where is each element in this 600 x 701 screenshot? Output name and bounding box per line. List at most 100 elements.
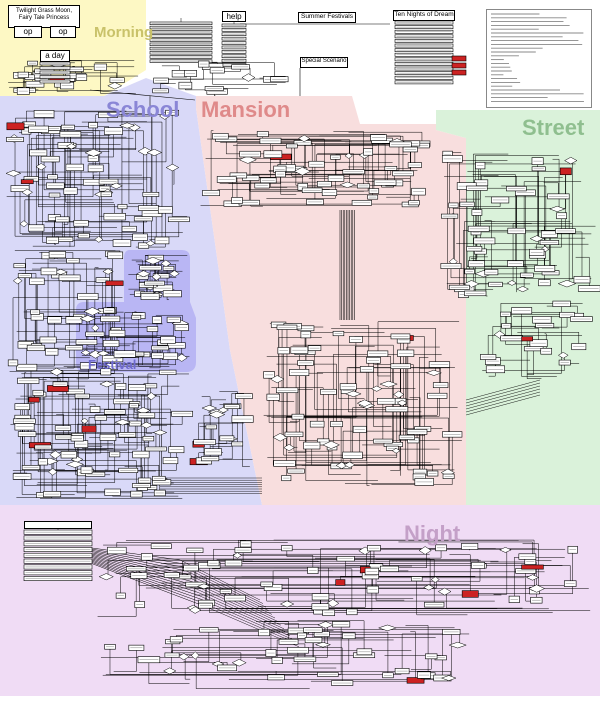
flow-edge <box>203 602 297 644</box>
flow-branch <box>146 148 163 157</box>
flow-branch <box>516 286 530 293</box>
flow-branch <box>188 606 202 614</box>
flow-edge <box>191 581 279 622</box>
flow-edge <box>465 379 541 401</box>
flow-branch <box>139 421 153 429</box>
flow-branch <box>165 163 180 172</box>
flow-branch <box>146 392 157 401</box>
flow-branch <box>83 307 102 316</box>
flow-branch <box>151 272 162 281</box>
flow-branch <box>208 410 226 419</box>
flow-branch <box>99 380 115 388</box>
region-label-mansion: Mansion <box>201 97 291 122</box>
flow-branch <box>144 256 162 265</box>
flow-edge <box>465 388 541 410</box>
flow-branch <box>5 170 22 177</box>
summer-festivals-node: Summer Festivals <box>298 12 356 23</box>
flow-branch <box>21 188 34 196</box>
flow-branch <box>440 675 457 681</box>
title-line-2: Fairy Tale Princess <box>18 14 70 21</box>
flow-node <box>20 179 34 184</box>
flow-branch <box>269 375 285 384</box>
flow-node <box>6 122 25 131</box>
ten-nights-node: Ten Nights of Dream <box>393 10 455 21</box>
flow-branch <box>423 584 435 591</box>
flow-branch <box>196 583 212 590</box>
flow-edge <box>183 566 267 608</box>
flow-branch <box>80 417 89 425</box>
notes-panel <box>486 9 592 108</box>
flow-branch <box>145 240 156 247</box>
flow-branch <box>343 461 356 469</box>
flow-node <box>451 69 467 76</box>
flow-branch <box>425 369 443 376</box>
flow-branch <box>84 148 103 157</box>
flow-branch <box>94 236 104 243</box>
flow-branch <box>391 447 401 454</box>
flow-node <box>28 397 40 403</box>
flow-branch <box>35 163 47 171</box>
flow-branch <box>557 351 569 359</box>
flow-branch <box>107 82 123 90</box>
flow-node <box>451 55 467 62</box>
flow-branch <box>177 653 190 661</box>
flow-branch <box>317 621 334 629</box>
flow-edge <box>465 394 541 416</box>
op-node-2: op <box>50 26 76 38</box>
flow-edge <box>89 89 196 101</box>
flow-branch <box>65 460 85 468</box>
flow-branch <box>396 399 408 407</box>
flow-branch <box>231 658 247 667</box>
flow-branch <box>91 324 100 332</box>
flow-branch <box>322 440 341 449</box>
flow-branch <box>102 268 114 275</box>
flow-branch <box>272 433 289 442</box>
flow-edge <box>201 599 294 640</box>
night-list-header <box>24 521 92 529</box>
flow-edge <box>199 595 291 637</box>
flow-branch <box>79 315 97 323</box>
flow-branch <box>12 277 23 285</box>
flow-branch <box>114 419 132 426</box>
flowchart-nodes <box>5 20 600 686</box>
flow-edge <box>193 584 282 626</box>
flow-edge <box>465 385 541 407</box>
flow-edge <box>465 382 541 404</box>
flow-edge <box>195 588 285 630</box>
flow-branch <box>448 641 467 649</box>
region-label-night: Night <box>404 521 461 546</box>
flow-edge <box>91 563 207 608</box>
flow-branch <box>283 443 295 452</box>
flow-node <box>81 425 97 433</box>
flow-branch <box>437 587 452 596</box>
flow-branch <box>293 167 312 176</box>
flow-branch <box>217 407 230 413</box>
region-label-festival: Festival <box>88 357 137 372</box>
flow-edge <box>187 574 273 615</box>
region-label-school: School <box>106 97 180 122</box>
flow-branch <box>525 574 540 581</box>
flow-branch <box>393 390 405 399</box>
flow-branch <box>163 667 177 675</box>
flow-branch <box>379 380 398 388</box>
flow-branch <box>548 205 566 212</box>
flow-branch <box>109 182 123 190</box>
flow-branch <box>529 235 545 242</box>
notes-text-lines <box>491 13 584 102</box>
help-node: help <box>222 11 246 22</box>
flow-branch <box>169 270 180 278</box>
flow-branch <box>232 552 242 559</box>
flow-branch <box>118 122 136 129</box>
region-label-street: Street <box>522 115 585 140</box>
flow-branch <box>66 143 77 150</box>
flow-branch <box>136 270 151 278</box>
flow-node <box>335 579 346 586</box>
flow-edge <box>465 391 541 413</box>
flow-branch <box>499 547 512 553</box>
flow-node <box>105 280 124 286</box>
flow-branch <box>160 259 172 268</box>
flow-node <box>559 167 572 176</box>
flow-node <box>451 62 467 69</box>
flow-edge <box>91 552 189 575</box>
